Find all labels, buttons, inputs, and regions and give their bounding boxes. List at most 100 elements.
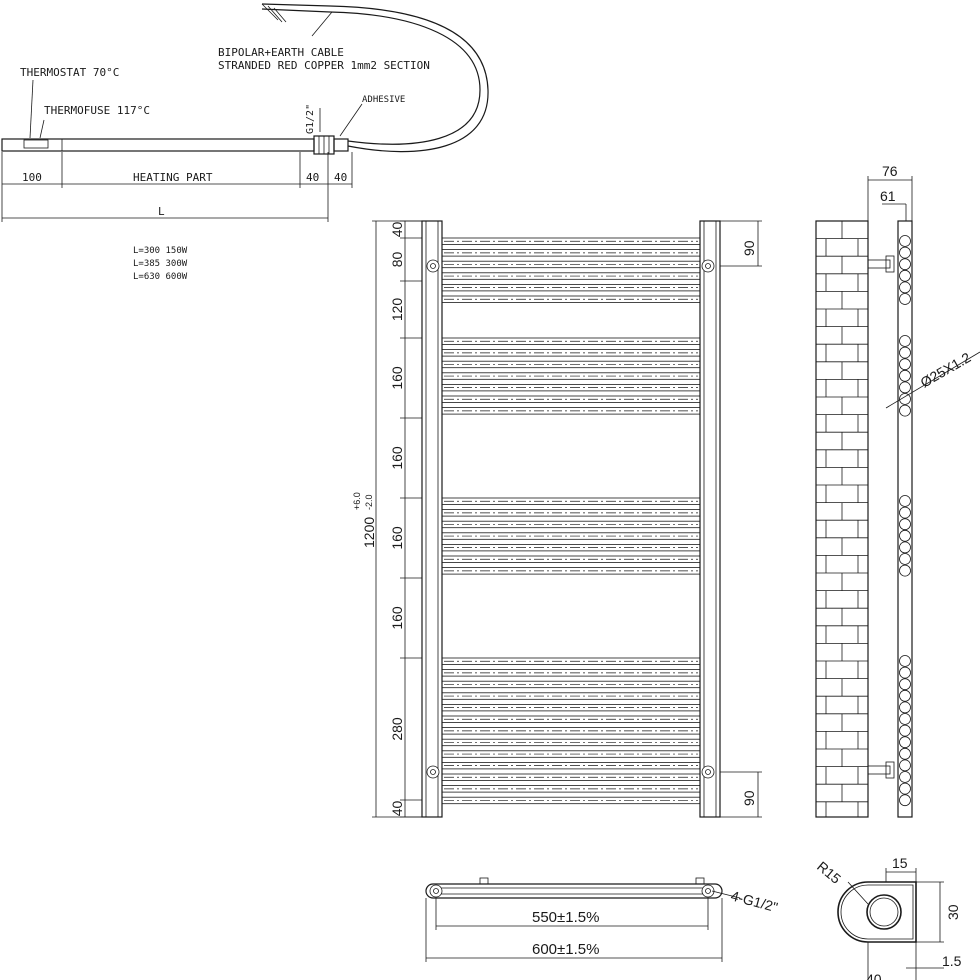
segment-label: 120 bbox=[389, 298, 405, 322]
segment-label: 160 bbox=[389, 446, 405, 470]
cable bbox=[261, 3, 489, 153]
bar bbox=[441, 785, 701, 793]
bar-sections bbox=[899, 235, 911, 807]
bar bbox=[441, 237, 701, 245]
bar bbox=[441, 762, 701, 770]
bar-section bbox=[899, 655, 911, 667]
dim-1-5: 1.5 bbox=[942, 953, 962, 969]
bar-section bbox=[899, 759, 911, 772]
dim-90-bottom: 90 bbox=[741, 790, 757, 806]
bar bbox=[441, 669, 701, 677]
height-dimension: 1200 bbox=[361, 517, 377, 548]
bar bbox=[441, 249, 701, 257]
bar bbox=[441, 395, 701, 403]
thread-label: G1/2" bbox=[305, 104, 316, 134]
bar bbox=[441, 407, 701, 415]
left-rail bbox=[421, 220, 443, 818]
thermostat-head bbox=[23, 139, 49, 149]
bar-section bbox=[899, 369, 911, 382]
bar bbox=[441, 295, 701, 303]
segment-label: 40 bbox=[389, 222, 405, 238]
segment-label: 40 bbox=[389, 801, 405, 817]
segment-label: 80 bbox=[389, 252, 405, 268]
bar bbox=[441, 283, 701, 292]
inlet-top-left bbox=[426, 259, 440, 273]
bar bbox=[441, 750, 701, 758]
segment-label: 160 bbox=[389, 366, 405, 390]
thermostat-label: THERMOSTAT 70°C bbox=[20, 66, 119, 79]
dim-61: 61 bbox=[880, 188, 896, 204]
bar-section bbox=[899, 495, 911, 507]
bar-section bbox=[899, 794, 911, 807]
bar bbox=[441, 372, 701, 380]
bar-section bbox=[899, 381, 911, 394]
cable-label-line1: BIPOLAR+EARTH CABLE bbox=[218, 46, 344, 59]
profile-tube bbox=[866, 894, 902, 930]
bar bbox=[441, 544, 701, 552]
power-row-1: L=300 150W bbox=[133, 246, 188, 256]
front-view: 1200 +6.0 -2.0 408012016016016016028040 … bbox=[352, 220, 762, 818]
bar-section bbox=[899, 293, 911, 305]
bar bbox=[441, 738, 701, 747]
bar-section bbox=[899, 269, 911, 282]
bottom-inlet-left bbox=[429, 884, 443, 898]
bar-section bbox=[899, 281, 911, 294]
bar-section bbox=[899, 246, 911, 259]
inlet-bottom-right bbox=[701, 765, 715, 779]
bar bbox=[441, 349, 701, 357]
bar bbox=[441, 532, 701, 540]
cable-label-line2: STRANDED RED COPPER 1mm2 SECTION bbox=[218, 59, 430, 72]
bar bbox=[441, 509, 701, 517]
bar bbox=[441, 383, 701, 392]
thermofuse-label: THERMOFUSE 117°C bbox=[44, 104, 150, 117]
bar-section bbox=[899, 678, 911, 691]
dim-40-profile: 40 bbox=[866, 971, 882, 980]
bracket-bottom bbox=[867, 765, 891, 775]
inlets-label: 4-G1/2" bbox=[729, 887, 779, 915]
bracket-top bbox=[867, 259, 891, 269]
bar bbox=[441, 272, 701, 280]
height-tol-minus: -2.0 bbox=[364, 494, 374, 510]
rail-profile-detail: R15 15 30 1.5 40 bbox=[814, 855, 962, 980]
bar bbox=[441, 715, 701, 723]
inlet-top-right bbox=[701, 259, 715, 273]
dim-76: 76 bbox=[882, 163, 898, 179]
bar-section bbox=[899, 782, 911, 795]
bar-section bbox=[899, 404, 911, 417]
bar-section bbox=[899, 666, 911, 679]
dim-40-a: 40 bbox=[306, 171, 319, 184]
dim-30: 30 bbox=[945, 904, 961, 920]
bar bbox=[441, 704, 701, 712]
right-rail bbox=[699, 220, 721, 818]
bar-section bbox=[899, 358, 911, 371]
bar-section bbox=[899, 506, 911, 519]
dim-heating-part: HEATING PART bbox=[133, 171, 213, 184]
tube-dimension: Ø25X1.2 bbox=[918, 349, 974, 391]
segment-label: 280 bbox=[389, 717, 405, 741]
heating-rod bbox=[1, 138, 315, 152]
height-tol-plus: +6.0 bbox=[352, 492, 362, 510]
bar-section bbox=[899, 701, 911, 714]
segment-label: 160 bbox=[389, 526, 405, 550]
dim-40-b: 40 bbox=[334, 171, 347, 184]
bar-section bbox=[899, 235, 911, 247]
bar-section bbox=[899, 736, 911, 749]
bar-section bbox=[899, 529, 911, 542]
bar-section bbox=[899, 541, 911, 554]
bar bbox=[441, 657, 701, 665]
width-outer: 600±1.5% bbox=[532, 941, 599, 958]
bar bbox=[441, 567, 701, 575]
horizontal-bars bbox=[441, 237, 701, 805]
bar-section bbox=[899, 747, 911, 760]
dim-100: 100 bbox=[22, 171, 42, 184]
profile-outline bbox=[837, 881, 917, 943]
width-inner: 550±1.5% bbox=[532, 909, 599, 926]
bar-section bbox=[899, 258, 911, 271]
inlet-bottom-left bbox=[426, 765, 440, 779]
bar-section bbox=[899, 771, 911, 783]
brick-pattern bbox=[816, 220, 868, 817]
bar bbox=[441, 260, 701, 269]
bottom-inlet-right bbox=[701, 884, 715, 898]
